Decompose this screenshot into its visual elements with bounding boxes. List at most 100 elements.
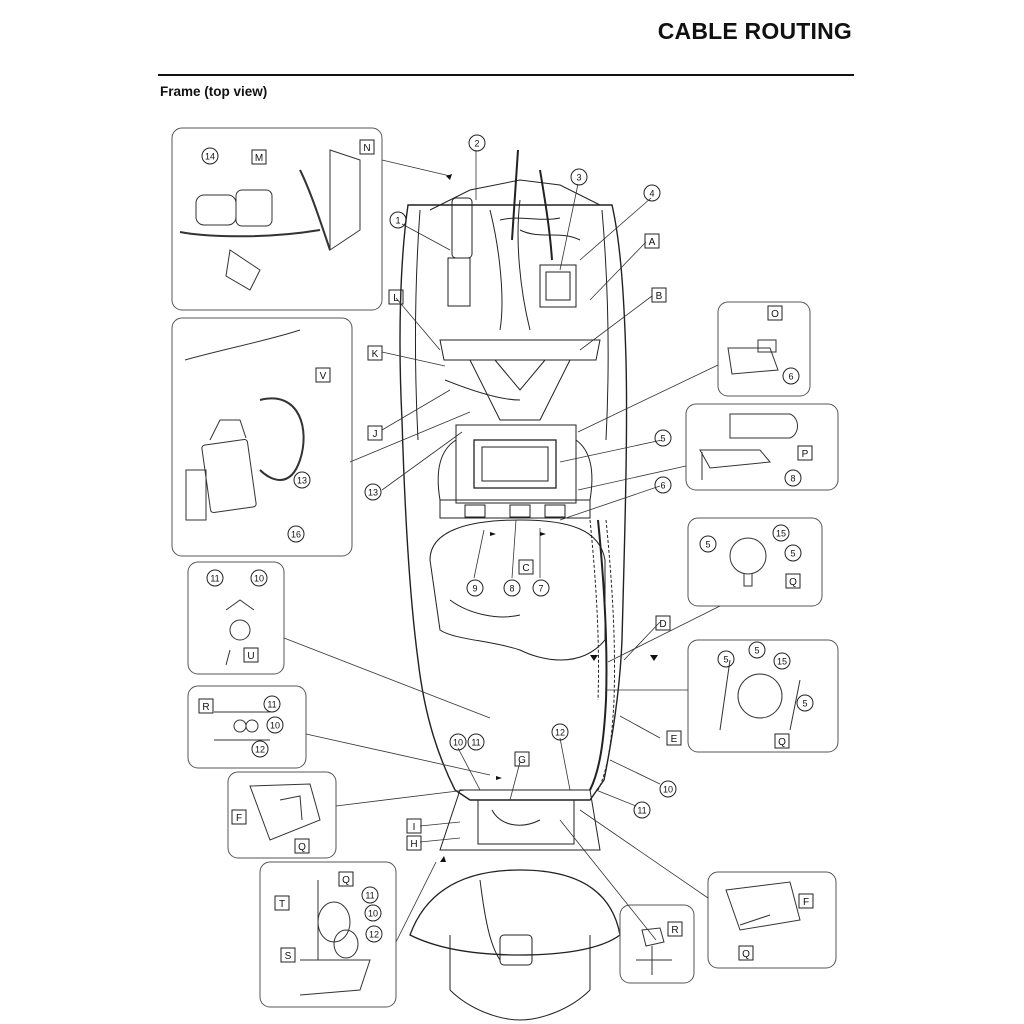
svg-text:10: 10 [453, 738, 463, 748]
number-callouts: 1 2 3 4 5 6 6 8 9 8 7 13 13 14 16 5 15 5… [201, 134, 814, 943]
svg-text:2: 2 [474, 139, 479, 149]
callout-12c: 12 [365, 925, 383, 943]
svg-text:U: U [247, 651, 254, 662]
svg-text:13: 13 [297, 476, 307, 486]
detail-boxes [171, 127, 839, 1008]
svg-text:E: E [671, 734, 678, 745]
callout-N: N [359, 139, 375, 155]
svg-text:11: 11 [210, 574, 219, 584]
svg-text:14: 14 [205, 152, 215, 162]
svg-text:12: 12 [255, 745, 265, 755]
detail-box-15b [687, 639, 839, 753]
svg-text:10: 10 [663, 785, 673, 795]
callout-5: 5 [654, 429, 672, 447]
callout-5d: 5 [748, 641, 766, 659]
svg-text:10: 10 [254, 574, 264, 584]
detail-box-ecu [171, 317, 353, 557]
svg-text:V: V [320, 371, 327, 382]
callout-10e: 10 [364, 904, 382, 922]
callout-C: C [518, 559, 534, 575]
svg-text:F: F [803, 897, 809, 908]
frame-illustration [399, 149, 628, 1021]
svg-text:10: 10 [270, 721, 280, 731]
callout-11e: 11 [361, 886, 379, 904]
detail-box-o [717, 301, 811, 397]
callout-R-a: R [198, 698, 214, 714]
svg-text:Q: Q [742, 949, 750, 960]
callout-Q-b: Q [338, 871, 354, 887]
section-subtitle: Frame (top view) [160, 84, 268, 99]
callout-13a: 13 [293, 471, 311, 489]
svg-text:8: 8 [790, 474, 795, 484]
svg-text:11: 11 [637, 806, 646, 816]
svg-text:R: R [202, 702, 209, 713]
svg-text:11: 11 [365, 891, 374, 901]
detail-box-r-small [619, 904, 695, 984]
callout-14: 14 [201, 147, 219, 165]
callout-F-b: F [798, 893, 814, 909]
svg-text:6: 6 [788, 372, 793, 382]
header-rule [158, 74, 854, 76]
svg-text:R: R [671, 925, 678, 936]
svg-text:G: G [518, 755, 526, 766]
callout-H: H [406, 835, 422, 851]
callout-11c: 11 [467, 733, 485, 751]
svg-text:Q: Q [778, 737, 786, 748]
svg-text:11: 11 [267, 700, 276, 710]
callout-F-a: F [231, 809, 247, 825]
callout-11d: 11 [633, 801, 651, 819]
svg-text:9: 9 [472, 584, 477, 594]
svg-text:6: 6 [660, 481, 665, 491]
svg-text:5: 5 [723, 655, 728, 665]
callout-1: 1 [389, 211, 407, 229]
callout-8b: 8 [784, 469, 802, 487]
callout-5b: 5 [784, 544, 802, 562]
page-title: CABLE ROUTING [657, 18, 852, 44]
callout-3: 3 [570, 168, 588, 186]
svg-text:P: P [802, 449, 809, 460]
svg-text:J: J [373, 429, 378, 440]
svg-text:L: L [393, 293, 399, 304]
svg-text:Q: Q [298, 842, 306, 853]
callout-R-b: R [667, 921, 683, 937]
callout-E: E [666, 730, 682, 746]
svg-text:H: H [410, 839, 417, 850]
svg-text:C: C [522, 563, 529, 574]
svg-text:5: 5 [790, 549, 795, 559]
callout-10b: 10 [266, 716, 284, 734]
svg-text:13: 13 [368, 488, 378, 498]
svg-text:5: 5 [754, 646, 759, 656]
letter-callouts: A B C D E G I H J K L M N V U R F Q Q T … [198, 139, 814, 963]
detail-box-clamp-r [187, 685, 307, 769]
callout-4: 4 [643, 184, 661, 202]
callout-M: M [251, 149, 267, 165]
svg-text:B: B [656, 291, 663, 302]
svg-text:N: N [363, 143, 370, 154]
callout-5c: 5 [717, 650, 735, 668]
callout-B: B [651, 287, 667, 303]
callout-8: 8 [503, 579, 521, 597]
callout-16: 16 [287, 525, 305, 543]
svg-text:11: 11 [471, 738, 480, 748]
leader-lines [283, 150, 721, 943]
detail-box-15a [687, 517, 823, 607]
callout-A: A [644, 233, 660, 249]
callout-I: I [406, 818, 422, 834]
callout-J: J [367, 425, 383, 441]
callout-S: S [280, 947, 296, 963]
callout-5e: 5 [796, 694, 814, 712]
callout-15b: 15 [773, 652, 791, 670]
callout-7: 7 [532, 579, 550, 597]
svg-text:7: 7 [538, 584, 543, 594]
callout-L: L [388, 289, 404, 305]
callout-2: 2 [468, 134, 486, 152]
svg-text:A: A [649, 237, 656, 248]
svg-text:5: 5 [705, 540, 710, 550]
callout-10d: 10 [659, 780, 677, 798]
callout-11b: 11 [263, 695, 281, 713]
svg-text:Q: Q [342, 875, 350, 886]
callout-13b: 13 [364, 483, 382, 501]
detail-box-st [259, 861, 397, 1008]
detail-box-p [685, 403, 839, 491]
